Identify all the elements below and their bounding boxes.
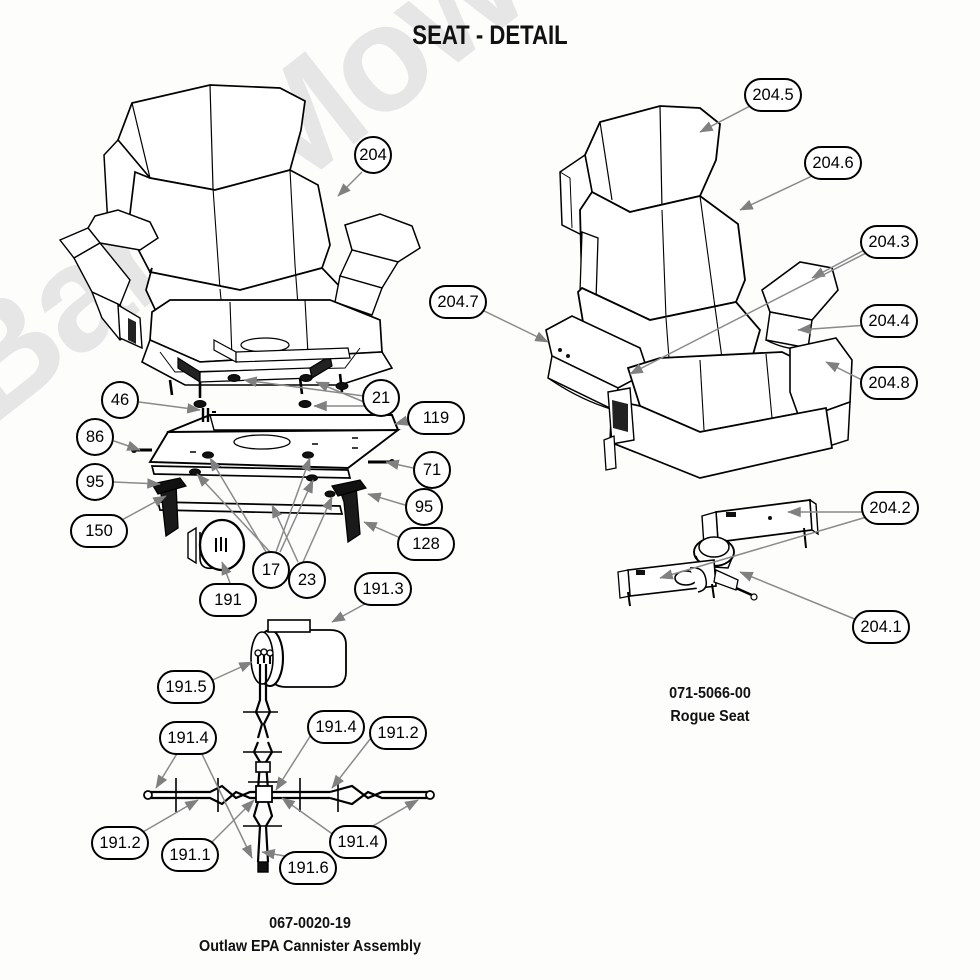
callout-204[interactable]: 204 <box>354 136 392 174</box>
callout-119[interactable]: 119 <box>407 401 465 435</box>
callout-21[interactable]: 21 <box>362 379 400 417</box>
callout-191-4[interactable]: 191.4 <box>329 825 387 859</box>
callout-191-1[interactable]: 191.1 <box>161 838 219 872</box>
callout-128[interactable]: 128 <box>397 527 455 561</box>
main-seat-illustration <box>58 83 422 400</box>
callout-71[interactable]: 71 <box>413 451 451 489</box>
cannister-caption: 067-0020-19 Outlaw EPA Cannister Assembl… <box>166 912 454 958</box>
callout-17[interactable]: 17 <box>252 551 290 589</box>
cannister-part-number: 067-0020-19 <box>269 915 351 932</box>
cannister-description: Outlaw EPA Cannister Assembly <box>199 938 421 956</box>
callout-191-4[interactable]: 191.4 <box>159 721 217 755</box>
rogue-seat-description: Rogue Seat <box>670 708 750 726</box>
callout-204-5[interactable]: 204.5 <box>744 78 802 112</box>
callout-46[interactable]: 46 <box>101 381 139 419</box>
callout-191-4[interactable]: 191.4 <box>307 710 365 744</box>
rogue-seat-part-number: 071-5066-00 <box>669 685 751 702</box>
callout-191-5[interactable]: 191.5 <box>157 670 215 704</box>
callout-191-3[interactable]: 191.3 <box>354 572 412 606</box>
callout-191[interactable]: 191 <box>199 583 257 617</box>
callout-204-2[interactable]: 204.2 <box>861 491 919 525</box>
seat-mount-plate-illustration <box>129 373 400 572</box>
callout-204-7[interactable]: 204.7 <box>429 285 487 319</box>
callout-204-3[interactable]: 204.3 <box>860 225 918 259</box>
page-title: SEAT - DETAIL <box>412 20 568 50</box>
callout-191-2[interactable]: 191.2 <box>369 716 427 750</box>
callout-150[interactable]: 150 <box>70 514 128 548</box>
callout-204-4[interactable]: 204.4 <box>860 304 918 338</box>
callout-191-2[interactable]: 191.2 <box>91 826 149 860</box>
callout-86[interactable]: 86 <box>76 418 114 456</box>
rogue-seat-illustration <box>544 104 854 608</box>
callout-191-6[interactable]: 191.6 <box>279 851 337 885</box>
callout-95[interactable]: 95 <box>76 463 114 501</box>
rogue-seat-caption: 071-5066-00 Rogue Seat <box>611 682 809 728</box>
callout-204-6[interactable]: 204.6 <box>804 146 862 180</box>
callout-204-8[interactable]: 204.8 <box>860 366 918 400</box>
callout-95[interactable]: 95 <box>405 488 443 526</box>
callout-23[interactable]: 23 <box>288 561 326 599</box>
callout-204-1[interactable]: 204.1 <box>852 610 910 644</box>
